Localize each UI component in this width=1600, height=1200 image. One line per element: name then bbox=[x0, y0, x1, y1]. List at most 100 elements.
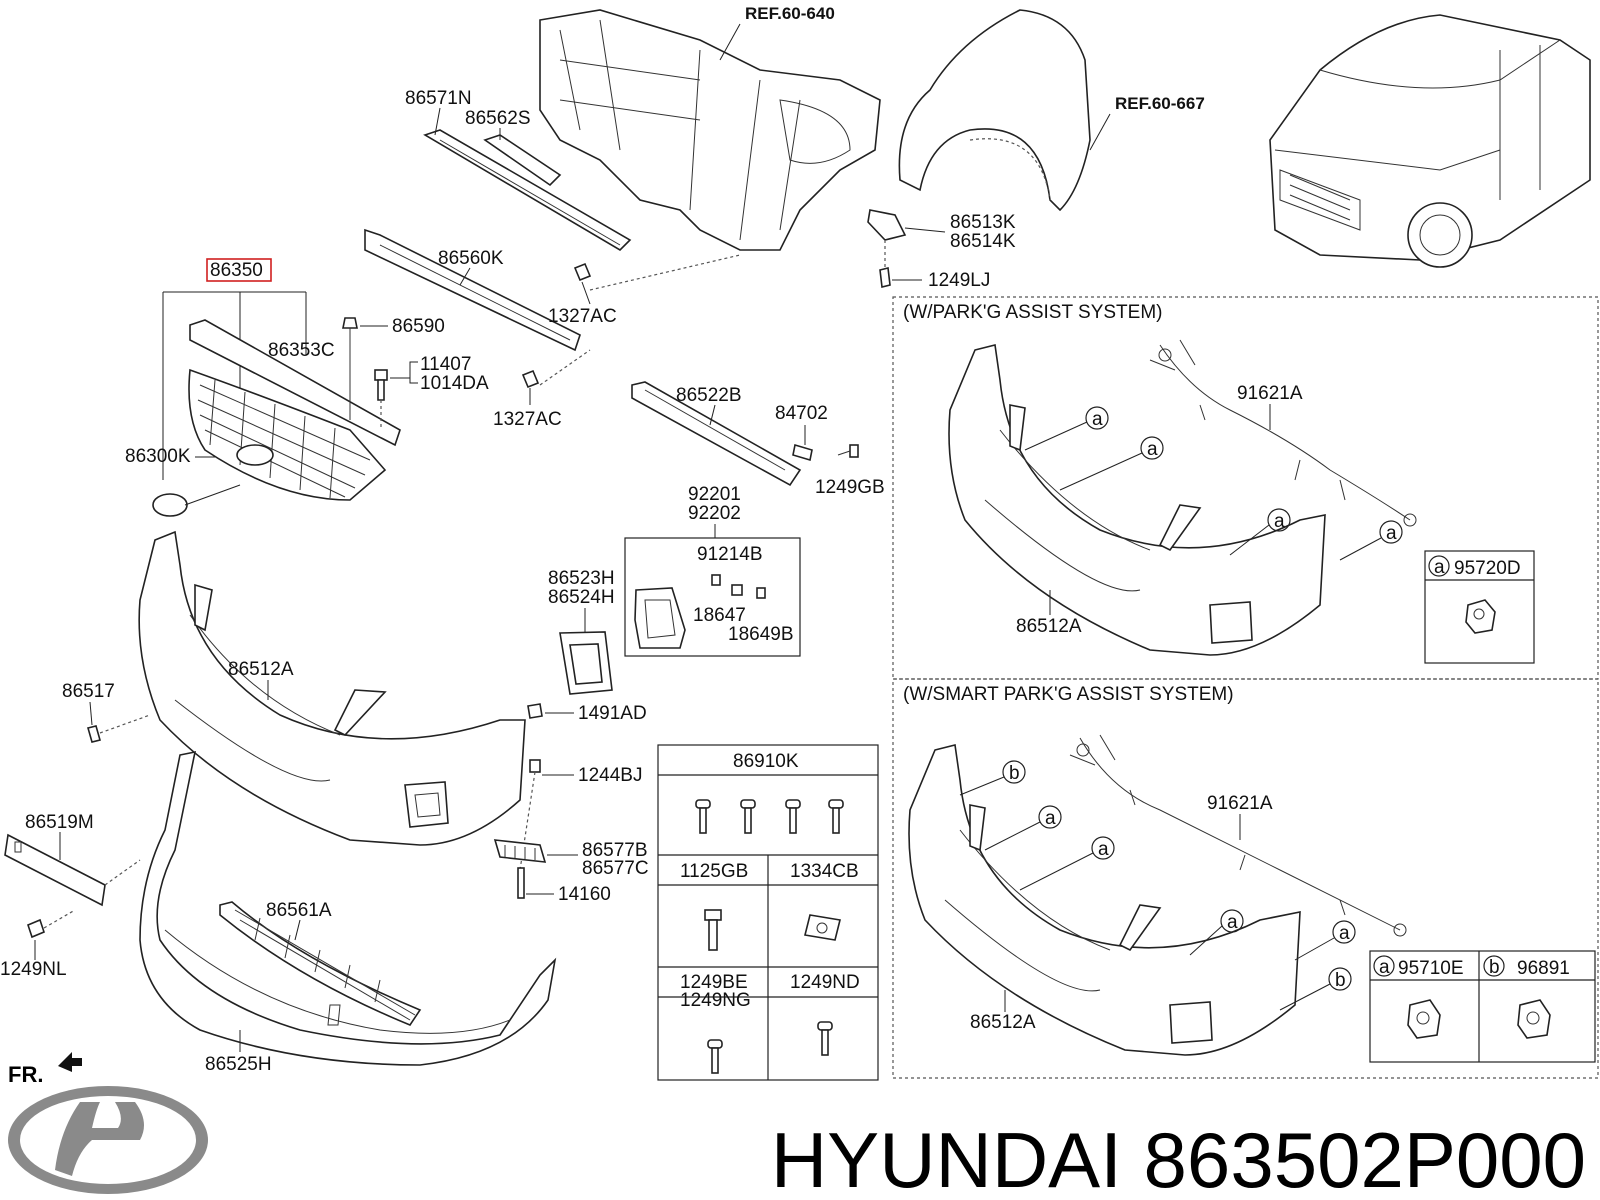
leader-line bbox=[294, 919, 301, 941]
bolt-1125GB-icon bbox=[704, 909, 722, 951]
screw-1249NL-icon bbox=[27, 909, 76, 939]
leader-line bbox=[1089, 113, 1111, 151]
clip-84702-icon bbox=[792, 443, 813, 462]
lower-grille-86561A bbox=[219, 901, 422, 1026]
radiator-support bbox=[539, 9, 881, 251]
callout-key: a bbox=[1386, 523, 1397, 544]
leader-line bbox=[539, 349, 591, 386]
leader-line bbox=[589, 254, 741, 291]
callout-key: a bbox=[1098, 839, 1109, 860]
sensor-95710E-icon bbox=[1407, 999, 1441, 1039]
bracket-86577B bbox=[493, 839, 547, 863]
leader-line bbox=[709, 404, 716, 426]
screw-1249ND-icon bbox=[817, 1021, 833, 1056]
part-label: 86577B bbox=[582, 840, 648, 861]
screw-86590-icon bbox=[342, 317, 358, 420]
kia-emblem-icon bbox=[152, 493, 188, 517]
part-label: 84702 bbox=[775, 403, 828, 424]
part-label: 86512A bbox=[970, 1012, 1036, 1033]
part-label: 86512A bbox=[1016, 616, 1082, 637]
clip-1491AD-icon bbox=[527, 703, 543, 719]
leader-line bbox=[719, 23, 741, 61]
part-label: 18647 bbox=[693, 605, 746, 626]
callout-key: a bbox=[1092, 409, 1103, 430]
sensor-95720D-icon bbox=[1465, 599, 1496, 634]
bolt-1244BJ-icon bbox=[519, 759, 541, 871]
ref-label-60-640: REF.60-640 bbox=[745, 4, 835, 23]
part-label: 86512A bbox=[228, 659, 294, 680]
part-label: 86353C bbox=[268, 340, 335, 361]
fastener-cell: 1334CB bbox=[790, 861, 859, 882]
garnish-86522B bbox=[631, 381, 802, 487]
section-title: (W/PARK'G ASSIST SYSTEM) bbox=[903, 302, 1162, 323]
part-label: 86522B bbox=[676, 385, 742, 406]
bolt-11407-icon bbox=[374, 369, 388, 430]
leader-line bbox=[581, 281, 591, 305]
fastener-cell: 1249BE bbox=[680, 972, 748, 993]
part-label: 86519M bbox=[25, 812, 94, 833]
callout-key: a bbox=[1339, 923, 1350, 944]
part-label: 91214B bbox=[697, 544, 763, 565]
part-label: 1244BJ bbox=[578, 765, 642, 786]
part-label: 86561A bbox=[266, 900, 332, 921]
leader-line bbox=[99, 714, 151, 734]
part-label: 86560K bbox=[438, 248, 504, 269]
park-assist-section bbox=[892, 296, 1599, 680]
leader-line bbox=[390, 361, 418, 384]
license-bracket-86519M bbox=[4, 833, 106, 907]
leader-line bbox=[184, 484, 241, 506]
callout-key: a bbox=[1045, 808, 1056, 829]
screw-1249BE-icon bbox=[707, 1039, 723, 1074]
leader-line bbox=[904, 227, 946, 233]
part-label: 95720D bbox=[1454, 558, 1521, 579]
screw-86910K-icon bbox=[695, 799, 844, 834]
bolt-14160-icon bbox=[517, 867, 525, 899]
part-label: 95710E bbox=[1398, 958, 1464, 979]
screw-1249GB-icon bbox=[837, 444, 859, 458]
part-label: 91621A bbox=[1237, 383, 1303, 404]
part-label: 1249GB bbox=[815, 477, 885, 498]
part-label: 86300K bbox=[125, 446, 191, 467]
clip-86517-icon bbox=[87, 725, 101, 743]
part-label: 86514K bbox=[950, 231, 1016, 252]
part-label: 86523H bbox=[548, 568, 615, 589]
upper-cover-86560K bbox=[364, 228, 581, 352]
part-label: 96891 bbox=[1517, 958, 1570, 979]
front-marker: FR. bbox=[8, 1062, 43, 1087]
front-arrow-icon bbox=[58, 1052, 82, 1072]
vehicle-thumbnail bbox=[1269, 14, 1591, 268]
grille-86300K bbox=[188, 319, 401, 501]
part-label: 14160 bbox=[558, 884, 611, 905]
part-label: 86571N bbox=[405, 88, 472, 109]
part-label: 86577C bbox=[582, 858, 649, 879]
callout-key: a bbox=[1379, 957, 1390, 978]
part-label: 92201 bbox=[688, 484, 741, 505]
fastener-cell: 1249ND bbox=[790, 972, 860, 993]
part-label: 18649B bbox=[728, 624, 794, 645]
fastener-cell: 1249NG bbox=[680, 990, 751, 1011]
fog-lamp-box bbox=[624, 537, 801, 657]
bumper-cover-86512A bbox=[138, 530, 526, 846]
part-label: 86513K bbox=[950, 212, 1016, 233]
part-label: 1014DA bbox=[420, 373, 489, 394]
nut-1334CB-icon bbox=[804, 914, 841, 941]
highlighted-part-box bbox=[206, 258, 272, 282]
part-label: 1249NL bbox=[0, 959, 67, 980]
smart-park-assist-section bbox=[892, 678, 1599, 1079]
part-label: 86590 bbox=[392, 316, 445, 337]
part-label: 11407 bbox=[420, 354, 471, 375]
brand-part-number: HYUNDAI 863502P000 bbox=[771, 1116, 1586, 1200]
part-label: 1327AC bbox=[493, 409, 562, 430]
fastener-table-header: 86910K bbox=[733, 751, 799, 772]
callout-key: a bbox=[1274, 511, 1285, 532]
part-label: 1491AD bbox=[578, 703, 647, 724]
bracket-86513K-icon bbox=[867, 209, 907, 288]
sensor-96891-icon bbox=[1517, 999, 1551, 1039]
leader-line bbox=[104, 859, 141, 886]
lower-bumper-86525H bbox=[139, 750, 557, 1066]
part-label: 86525H bbox=[205, 1054, 272, 1075]
leader-line bbox=[459, 267, 471, 286]
part-label: 86562S bbox=[465, 108, 531, 129]
screw-18647-icon bbox=[711, 574, 766, 599]
